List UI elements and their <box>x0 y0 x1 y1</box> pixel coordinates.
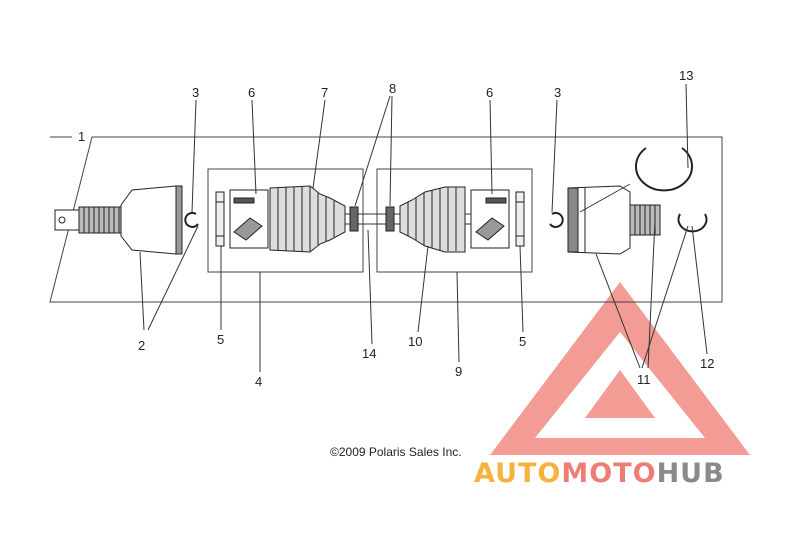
callout-13: 13 <box>679 68 693 83</box>
boot-clamp-left <box>349 206 359 232</box>
callout-9: 9 <box>455 364 462 379</box>
assembly-frame <box>49 136 723 303</box>
watermark-text-moto: MOTO <box>561 458 656 489</box>
boot-kit-frame-left <box>207 168 364 273</box>
circlip-left <box>184 211 199 228</box>
outboard-cv-joint <box>54 185 183 255</box>
callout-7: 7 <box>321 85 328 100</box>
callout-14: 14 <box>362 346 376 361</box>
boot-left <box>215 185 346 253</box>
callout-5-right: 5 <box>519 334 526 349</box>
callout-12: 12 <box>700 356 714 371</box>
callout-3-right: 3 <box>554 85 561 100</box>
callout-2: 2 <box>138 338 145 353</box>
callout-8: 8 <box>389 81 396 96</box>
watermark-text-auto: AUTO <box>474 458 561 489</box>
callout-10: 10 <box>408 334 422 349</box>
watermark-wordmark: AUTOMOTOHUB <box>474 458 725 489</box>
callout-6-left: 6 <box>248 85 255 100</box>
callout-11: 11 <box>637 372 651 387</box>
callout-labels: 1 2 3 3 4 5 5 6 6 7 8 9 10 11 12 13 14 <box>78 68 714 389</box>
retaining-ring-large <box>635 147 693 192</box>
leader-lines <box>139 83 708 372</box>
boot-kit-frame-right <box>376 168 533 273</box>
callout-3-left: 3 <box>192 85 199 100</box>
callout-4: 4 <box>255 374 262 389</box>
boot-right <box>399 186 525 253</box>
callout-5-left: 5 <box>217 332 224 347</box>
watermark-text-hub: HUB <box>657 458 725 489</box>
copyright-text: ©2009 Polaris Sales Inc. <box>330 445 462 459</box>
watermark-logo-triangle <box>490 282 750 455</box>
callout-6-right: 6 <box>486 85 493 100</box>
boot-clamp-right <box>385 206 395 232</box>
circlip-right <box>549 211 564 228</box>
callout-1: 1 <box>78 129 85 144</box>
inboard-cv-joint <box>567 185 661 255</box>
